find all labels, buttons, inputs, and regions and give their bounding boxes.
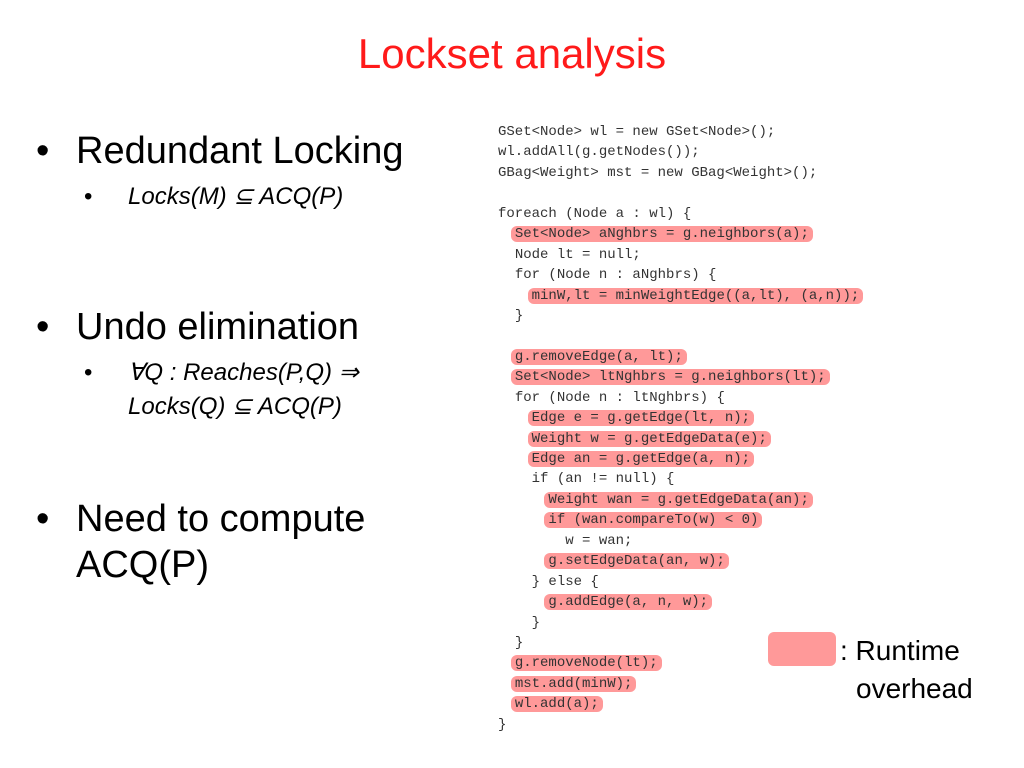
code-line: } <box>498 613 863 633</box>
code-line: GBag<Weight> mst = new GBag<Weight>(); <box>498 163 863 183</box>
code-line-text: GSet<Node> wl = new GSet<Node>(); <box>498 124 776 140</box>
code-line: } <box>498 306 863 326</box>
code-line: minW,lt = minWeightEdge((a,lt), (a,n)); <box>498 286 864 306</box>
code-line: GSet<Node> wl = new GSet<Node>(); <box>498 122 863 142</box>
code-line: wl.addAll(g.getNodes()); <box>498 142 863 162</box>
code-line: mst.add(minW); <box>498 674 863 694</box>
code-line-text: } <box>498 716 507 733</box>
code-line: for (Node n : aNghbrs) { <box>498 265 863 285</box>
code-line: Weight wan = g.getEdgeData(an); <box>498 490 863 510</box>
code-line-text: foreach (Node a : wl) { <box>498 205 692 222</box>
code-line: Set<Node> ltNghbrs = g.neighbors(lt); <box>498 367 863 387</box>
code-line-text: Edge an = g.getEdge(a, n); <box>527 451 755 467</box>
code-line: w = wan; <box>498 531 863 551</box>
code-line-text: mst.add(minW); <box>510 675 637 692</box>
code-line: } <box>498 715 863 735</box>
code-line-text: Edge e = g.getEdge(lt, n); <box>527 410 755 427</box>
code-line-text: Weight wan = g.getEdgeData(an); <box>544 491 813 508</box>
code-line-text: if (an != null) { <box>531 471 675 488</box>
bullet-redundant-locking: Redundant Locking <box>36 128 466 174</box>
bullet-need-compute: Need to compute ACQ(P) <box>36 496 466 588</box>
code-line: Edge e = g.getEdge(lt, n); <box>498 408 863 428</box>
code-line: wl.add(a); <box>498 694 863 714</box>
legend-line2: overhead <box>856 673 973 704</box>
code-line: g.removeEdge(a, lt); <box>498 347 863 367</box>
sub-bullet-reaches: ∀Q : Reaches(P,Q) ⇒ Locks(Q) ⊆ ACQ(P) <box>36 356 466 424</box>
sub-bullet-reaches-line2: Locks(Q) ⊆ ACQ(P) <box>128 393 342 420</box>
code-line-text: for (Node n : aNghbrs) { <box>514 267 717 284</box>
code-line-text: g.removeEdge(a, lt); <box>510 348 687 365</box>
code-line: if (wan.compareTo(w) < 0) <box>498 510 863 530</box>
code-line-text: w = wan; <box>565 532 633 549</box>
sub-bullet-locks-m: Locks(M) ⊆ ACQ(P) <box>36 180 466 214</box>
code-line-text: Set<Node> ltNghbrs = g.neighbors(lt); <box>510 369 830 386</box>
code-line: } else { <box>498 572 863 592</box>
code-line <box>498 183 863 203</box>
code-line-text: } <box>531 614 541 631</box>
legend-swatch <box>768 632 836 666</box>
legend-line1: : Runtime <box>840 635 960 666</box>
bullet-need-compute-line1: Need to compute <box>76 498 366 540</box>
code-line: } <box>498 633 863 653</box>
code-line-text: } <box>514 307 524 324</box>
slide-title: Lockset analysis <box>357 30 667 77</box>
bullet-need-compute-line2: ACQ(P) <box>76 544 209 586</box>
code-line: g.addEdge(a, n, w); <box>498 592 863 612</box>
code-line-text: if (wan.compareTo(w) < 0) <box>544 512 763 529</box>
code-line-text: wl.add(a); <box>510 696 603 713</box>
sub-bullet-reaches-line1: ∀Q : Reaches(P,Q) ⇒ <box>128 359 359 386</box>
bullet-list: Redundant Locking Locks(M) ⊆ ACQ(P) Undo… <box>36 128 466 594</box>
code-line-text: } <box>514 634 524 651</box>
code-line: g.setEdgeData(an, w); <box>498 551 863 571</box>
code-line: foreach (Node a : wl) { <box>498 204 863 224</box>
code-line-text: Node lt = null; <box>514 246 641 263</box>
code-line-text: for (Node n : ltNghbrs) { <box>514 389 725 406</box>
code-line: Weight w = g.getEdgeData(e); <box>498 429 863 449</box>
code-line: Node lt = null; <box>498 245 863 265</box>
code-line <box>498 326 863 346</box>
code-line-text: } else { <box>531 573 599 590</box>
code-line-text: wl.addAll(g.getNodes()); <box>498 144 700 161</box>
code-line-text: g.addEdge(a, n, w); <box>544 594 713 611</box>
code-line: g.removeNode(lt); <box>498 653 863 673</box>
code-line-text: Set<Node> aNghbrs = g.neighbors(a); <box>510 226 813 243</box>
code-line-text: minW,lt = minWeightEdge((a,lt), (a,n)); <box>527 287 864 304</box>
code-line: for (Node n : ltNghbrs) { <box>498 388 863 408</box>
code-line-text: g.removeNode(lt); <box>510 655 662 672</box>
code-line-text: GBag<Weight> mst = new GBag<Weight>(); <box>498 164 818 181</box>
code-line: Edge an = g.getEdge(a, n); <box>498 449 863 469</box>
code-line-text: Weight w = g.getEdgeData(e); <box>527 430 771 447</box>
code-line: if (an != null) { <box>498 469 863 489</box>
bullet-undo-elimination: Undo elimination <box>36 304 466 350</box>
code-line: Set<Node> aNghbrs = g.neighbors(a); <box>498 224 863 244</box>
legend-text: : Runtime overhead <box>840 632 1020 708</box>
code-line-text: g.setEdgeData(an, w); <box>544 553 729 570</box>
code-listing: GSet<Node> wl = new GSet<Node>(); wl.addA… <box>498 122 864 735</box>
